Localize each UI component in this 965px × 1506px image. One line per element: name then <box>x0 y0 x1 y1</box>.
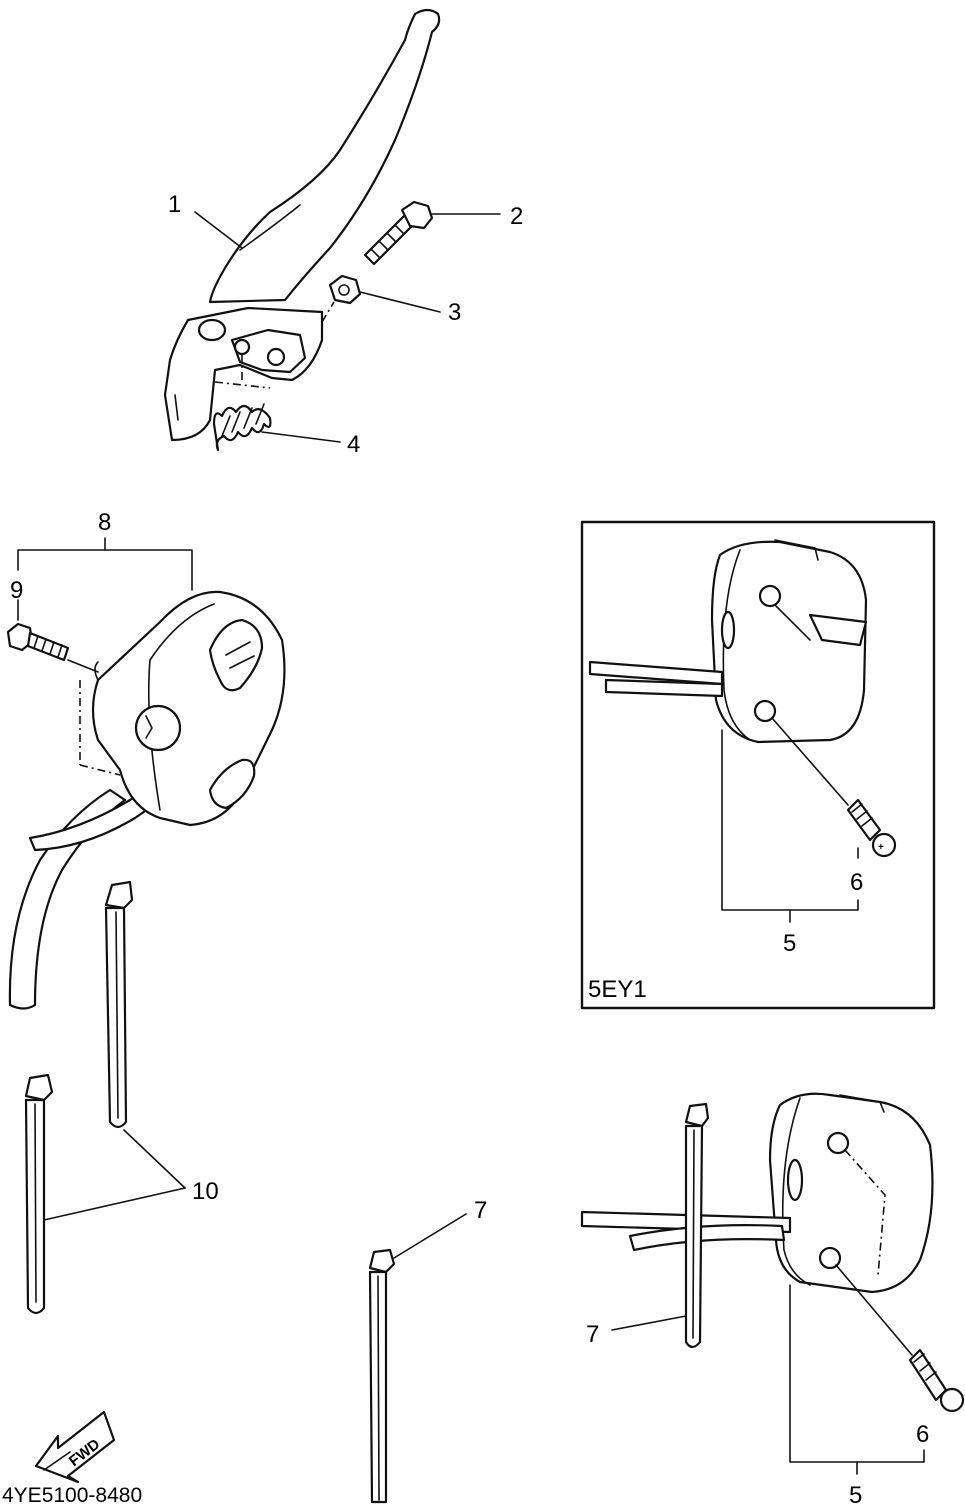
cable-tie-center <box>368 1213 467 1504</box>
clutch-lever <box>163 8 441 442</box>
callout-4: 4 <box>347 431 360 458</box>
callout-1: 1 <box>168 191 181 218</box>
callout-7-right: 7 <box>586 1321 599 1348</box>
callout-2: 2 <box>510 203 523 230</box>
fwd-arrow-icon <box>34 1410 116 1484</box>
svg-text:+: + <box>878 842 884 853</box>
inset-panel-5ey1: + <box>580 520 936 1010</box>
cable-tie-upper <box>104 880 134 1129</box>
lever-bolt <box>363 200 501 266</box>
callout-5-inset: 5 <box>783 930 796 957</box>
callout-9: 9 <box>10 577 23 604</box>
callout-8: 8 <box>98 509 111 536</box>
lever-spring <box>212 403 341 452</box>
callout-6-main: 6 <box>916 1421 929 1448</box>
leader-1 <box>194 211 243 249</box>
callout-7-center: 7 <box>474 1197 487 1224</box>
switch-screw <box>6 599 99 673</box>
cable-tie-lower <box>24 1073 54 1315</box>
lever-nut <box>321 274 441 323</box>
drawing-code: 4YE5100-8480 <box>2 1484 142 1506</box>
inset-label: 5EY1 <box>588 976 647 1003</box>
callout-10: 10 <box>192 1178 219 1205</box>
callout-5-main: 5 <box>849 1482 862 1506</box>
right-handlebar-switch <box>580 1092 965 1475</box>
callout-6-inset: 6 <box>850 869 863 896</box>
callout-3: 3 <box>448 299 461 326</box>
left-handlebar-switch <box>8 537 286 1010</box>
callout-10-leaders <box>43 1129 186 1221</box>
cable-tie-right <box>611 1102 710 1349</box>
